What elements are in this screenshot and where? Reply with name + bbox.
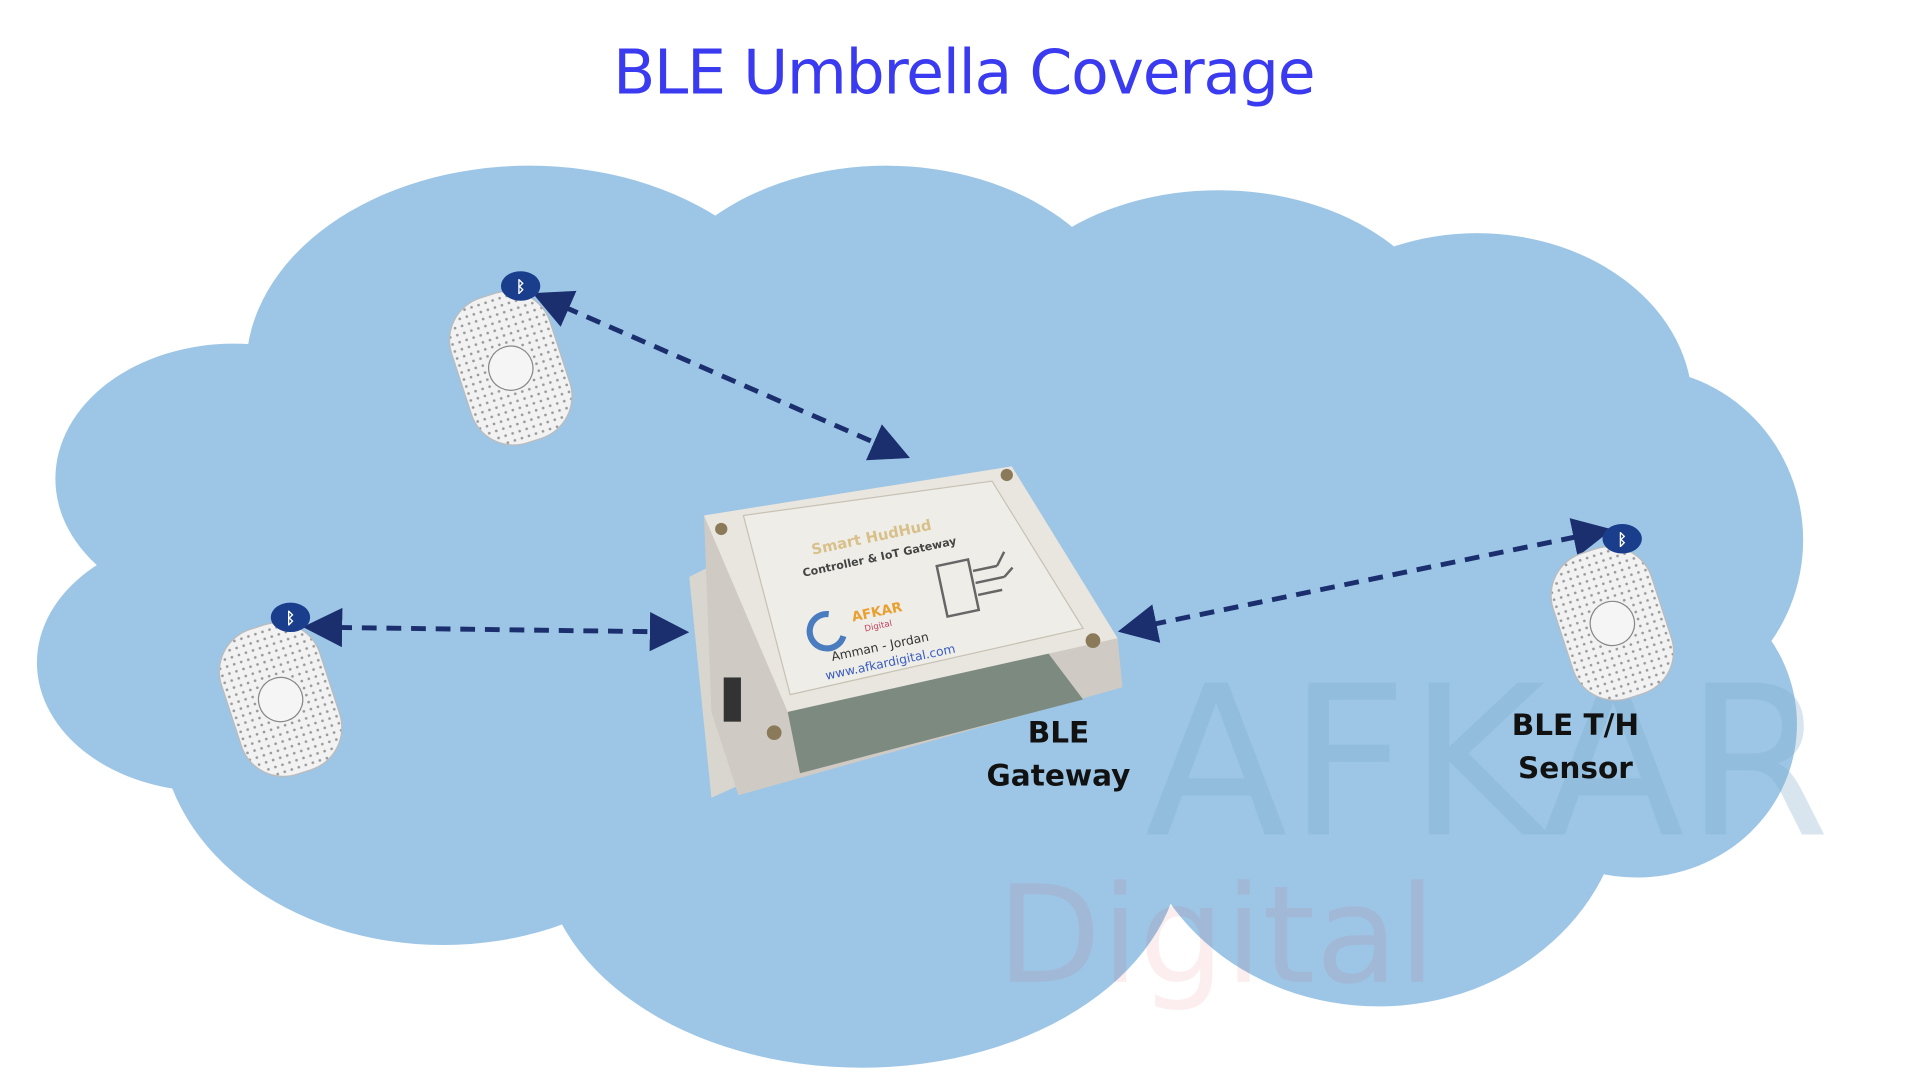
svg-text:ᛒ: ᛒ <box>1617 530 1627 549</box>
bluetooth-icon: ᛒ <box>500 271 541 301</box>
sensor-label-line2: Sensor <box>1518 751 1633 786</box>
sensor-label: BLE T/H Sensor <box>1489 704 1661 790</box>
watermark-afkar: AFKAR <box>1145 642 1830 885</box>
gateway-label-line1: BLE <box>1027 715 1090 750</box>
sensor-label-line1: BLE T/H <box>1511 708 1640 743</box>
link-arrow-sensor1 <box>532 290 910 461</box>
link-arrow-sensor3 <box>1117 518 1613 643</box>
ble-gateway-device: Smart HudHud Controller & IoT Gateway AF… <box>689 466 1123 798</box>
ble-sensor-2 <box>218 622 343 777</box>
sensor-logo-icon <box>488 345 534 391</box>
afkar-logo-icon <box>806 611 847 652</box>
bluetooth-icon: ᛒ <box>270 602 311 633</box>
door-circuit-icon <box>935 551 1014 618</box>
page-title: BLE Umbrella Coverage <box>613 36 1316 109</box>
bluetooth-icon: ᛒ <box>1602 524 1642 554</box>
gateway-label: BLE Gateway <box>972 712 1144 798</box>
sensor-logo-icon <box>257 676 304 723</box>
ble-sensor-3 <box>1550 546 1675 701</box>
watermark: Digital <box>997 857 1436 1014</box>
link-arrow-sensor2 <box>302 607 690 652</box>
sensor-logo-icon <box>1589 600 1636 647</box>
gateway-label-line2: Gateway <box>986 758 1131 793</box>
svg-text:Digital: Digital <box>997 857 1436 1014</box>
svg-text:ᛒ: ᛒ <box>516 277 526 296</box>
ble-sensor-1 <box>448 290 573 446</box>
svg-text:ᛒ: ᛒ <box>286 608 296 627</box>
